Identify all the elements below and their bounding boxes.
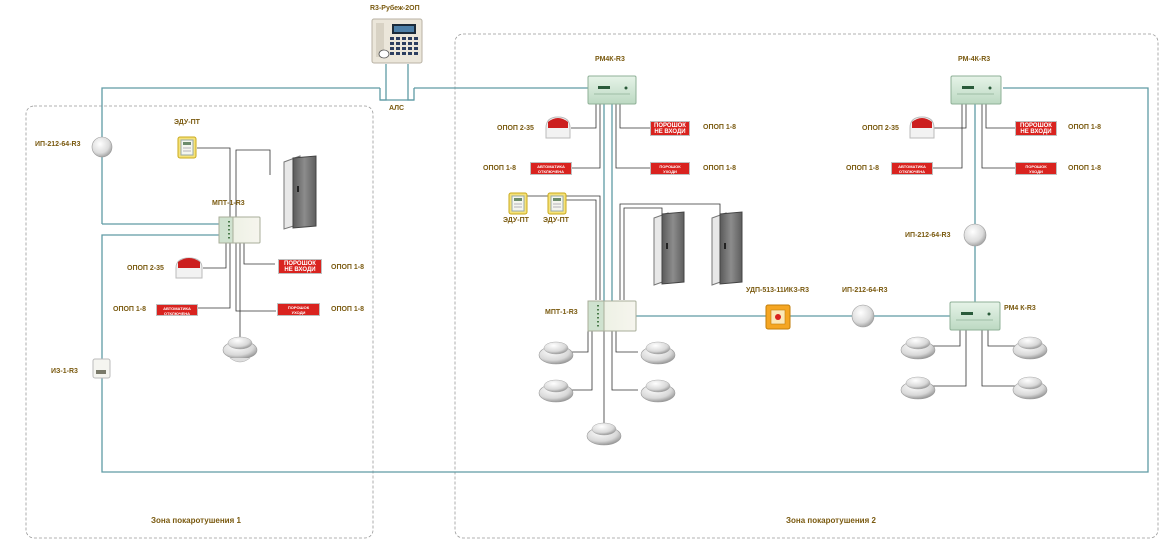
opop-label: ОПОП 1-8: [483, 165, 517, 172]
mpt-module-zone2: [587, 300, 637, 332]
edu-panel-zone1: [177, 136, 197, 159]
controller-label: R3-Рубеж-2ОП: [370, 5, 420, 12]
opop-2-35-left: [545, 116, 571, 139]
sign-line: ОТКЛЮЧЕНА: [163, 311, 191, 316]
nozzle-zone2-4: [640, 379, 676, 403]
zone1-title: Зона покаротушения 1: [151, 516, 241, 525]
sign-line: АВТОМАТИКА: [537, 164, 565, 169]
controller-device: [371, 18, 423, 64]
edu-label: ЭДУ-ПТ: [543, 217, 569, 224]
nozzle-zone1: [222, 336, 258, 363]
sign-uhodi-left: ПОРОШОК УХОДИ: [650, 162, 690, 175]
sign-line: ПОРОШОК: [659, 164, 681, 169]
edu-label: ЭДУ-ПТ: [503, 217, 529, 224]
mpt-label: МПТ-1-R3: [545, 309, 578, 316]
sign-line: ПОРОШОК: [654, 123, 686, 129]
opop-label: ОПОП 1-8: [703, 165, 737, 172]
udp-button: [765, 304, 791, 330]
rm-label: РМ-4К-R3: [958, 56, 991, 63]
nozzle-zone2-1: [538, 341, 574, 365]
opop-label: ОПОП 1-8: [846, 165, 880, 172]
sign-line: ПОРОШОК: [284, 261, 316, 267]
rm-label: РМ4К-R3: [595, 56, 625, 63]
zone2-title: Зона покаротушения 2: [786, 516, 876, 525]
sign-line: НЕ ВХОДИ: [654, 129, 686, 135]
zone1-border: [25, 105, 374, 539]
edu-label: ЭДУ-ПТ: [174, 119, 200, 126]
ip-detector-label: ИП-212-64-R3: [35, 141, 81, 148]
ip-detector-middle: [851, 304, 875, 328]
sign-line: УХОДИ: [1029, 169, 1043, 174]
teal-wires: [101, 64, 1149, 473]
sign-line: ОТКЛЮЧЕНА: [537, 169, 565, 174]
nozzle-zone2-6: [900, 336, 936, 360]
udp-label: УДП-513-11ИКЗ-R3: [746, 287, 809, 294]
sign-line: АВТОМАТИКА: [163, 306, 191, 311]
sign-line: НЕ ВХОДИ: [1020, 129, 1052, 135]
opop-2-35-zone1: [175, 257, 203, 279]
ip-detector-label: ИП-212-64-R3: [842, 287, 888, 294]
edu-panel-zone2-1: [508, 192, 528, 215]
nozzle-zone2-7: [900, 376, 936, 400]
ip-detector-label: ИП-212-64-R3: [905, 232, 951, 239]
sign-line: ПОРОШОК: [287, 305, 310, 310]
sign-ne-vhodi-zone1: ПОРОШОК НЕ ВХОДИ: [278, 259, 322, 274]
sign-line: НЕ ВХОДИ: [284, 267, 316, 273]
rm-module-right: [950, 75, 1002, 105]
sign-ne-vhodi-right: ПОРОШОК НЕ ВХОДИ: [1015, 121, 1057, 136]
ip-detector-zone1: [91, 136, 113, 158]
opop-2-35-right: [909, 116, 935, 139]
sign-line: АВТОМАТИКА: [898, 164, 926, 169]
rm-module-bottom: [949, 301, 1001, 331]
als-bus-label: АЛС: [389, 105, 405, 112]
nozzle-zone2-8: [1012, 336, 1048, 360]
opop-label: ОПОП 1-8: [1068, 165, 1102, 172]
edu-panel-zone2-2: [547, 192, 567, 215]
sign-uhodi-right: ПОРОШОК УХОДИ: [1015, 162, 1057, 175]
opop-label: ОПОП 1-8: [1068, 124, 1102, 131]
nozzle-zone2-3: [640, 341, 676, 365]
sign-line: ОТКЛЮЧЕНА: [898, 169, 926, 174]
mpt-module-zone1: [218, 216, 261, 244]
opop-label: ОПОП 1-8: [703, 124, 737, 131]
door-zone2-2: [711, 211, 743, 286]
door-zone1: [283, 155, 317, 230]
opop-label: ОПОП 2-35: [862, 125, 899, 132]
opop-label: ОПОП 2-35: [127, 265, 164, 272]
sign-line: УХОДИ: [663, 169, 677, 174]
sign-ne-vhodi-left: ПОРОШОК НЕ ВХОДИ: [650, 121, 690, 136]
nozzle-zone2-5: [586, 422, 622, 446]
sign-line: УХОДИ: [291, 310, 306, 315]
opop-label: ОПОП 1-8: [331, 264, 365, 271]
dark-wires: [197, 103, 1016, 424]
sign-uhodi-zone1: ПОРОШОК УХОДИ: [277, 303, 320, 316]
opop-label: ОПОП 1-8: [113, 306, 147, 313]
rm-module-left: [587, 75, 637, 105]
door-zone2-1: [653, 211, 685, 286]
opop-label: ОПОП 1-8: [331, 306, 365, 313]
opop-label: ОПОП 2-35: [497, 125, 534, 132]
mpt-label: МПТ-1-R3: [212, 200, 245, 207]
iz-label: ИЗ-1-R3: [51, 368, 78, 375]
sign-avtomatika-zone1: АВТОМАТИКА ОТКЛЮЧЕНА: [156, 304, 198, 316]
sign-avtomatika-right: АВТОМАТИКА ОТКЛЮЧЕНА: [891, 162, 933, 175]
sign-line: ПОРОШОК: [1025, 164, 1047, 169]
nozzle-zone2-9: [1012, 376, 1048, 400]
rm-label: РМ4 К-R3: [1004, 305, 1036, 312]
sign-line: ПОРОШОК: [1020, 123, 1052, 129]
ip-detector-right: [963, 223, 987, 247]
sign-avtomatika-left: АВТОМАТИКА ОТКЛЮЧЕНА: [530, 162, 572, 175]
nozzle-zone2-2: [538, 379, 574, 403]
iz-module-zone1: [92, 358, 111, 379]
